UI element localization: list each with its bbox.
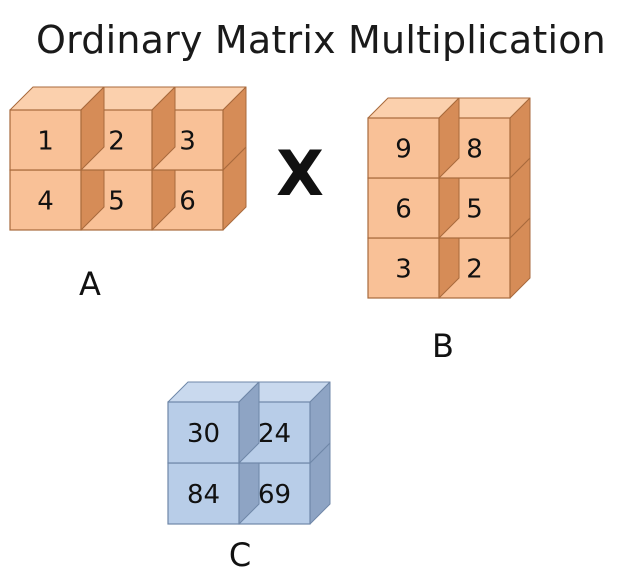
matrix-cell-value: 8 xyxy=(466,134,483,164)
matrix-cell-value: 2 xyxy=(108,126,125,156)
matrix-cell: 1 xyxy=(9,86,105,171)
matrix-cell-value: 6 xyxy=(395,194,412,224)
matrix-cell-value: 3 xyxy=(179,126,196,156)
matrix-cell-value: 30 xyxy=(187,419,220,449)
matrix-cell-value: 2 xyxy=(466,254,483,284)
matrix-cell-value: 5 xyxy=(466,194,483,224)
matrix-cell-value: 6 xyxy=(179,186,196,216)
multiplication-operator: X xyxy=(276,137,324,210)
matrix-a: 6 5 4 3 2 1 xyxy=(9,86,247,231)
matrix-cell-value: 3 xyxy=(395,254,412,284)
matrix-cell-value: 24 xyxy=(258,419,291,449)
matrix-cell-value: 69 xyxy=(258,480,291,510)
matrix-cell: 9 xyxy=(367,97,460,179)
matrix-cell-value: 84 xyxy=(187,480,220,510)
matrix-cell-value: 5 xyxy=(108,186,125,216)
matrix-b-label: B xyxy=(432,327,454,365)
matrix-c-label: C xyxy=(229,536,251,573)
matrix-cell-value: 9 xyxy=(395,134,412,164)
matrix-a-label: A xyxy=(79,265,101,303)
matrix-b: 2 3 5 6 8 9 xyxy=(367,97,531,299)
matrix-cell-value: 4 xyxy=(37,186,54,216)
diagram-title: Ordinary Matrix Multiplication xyxy=(36,18,606,62)
matrix-cell: 30 xyxy=(167,381,260,464)
matrix-c: 69 84 24 30 xyxy=(167,381,331,525)
matrix-cell-value: 1 xyxy=(37,126,54,156)
matrix-cell: 24 xyxy=(238,381,331,464)
